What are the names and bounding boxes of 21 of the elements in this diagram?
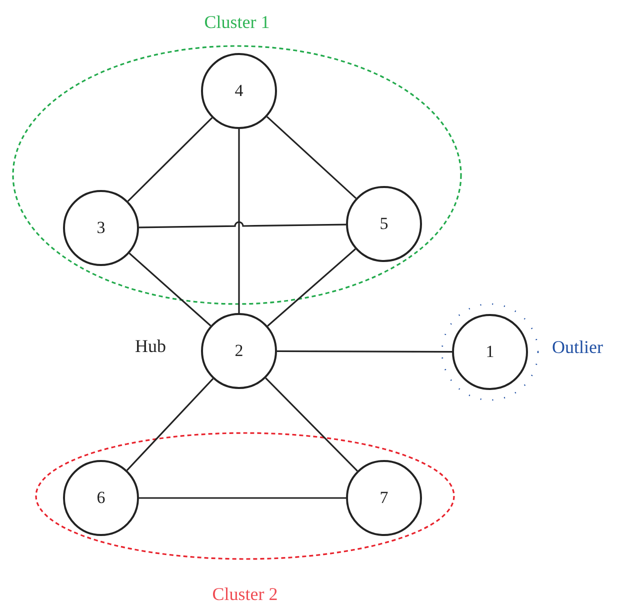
connector-line <box>267 248 356 327</box>
connector-line <box>265 378 358 472</box>
node-circle: 5 <box>346 186 422 262</box>
connector-line <box>126 378 214 471</box>
node-circle: 2 <box>201 313 277 389</box>
connector-line <box>128 252 212 326</box>
node-circle: 4 <box>201 53 277 129</box>
cluster-label: Cluster 1 <box>204 12 270 33</box>
node-circle: 3 <box>63 190 139 266</box>
node-annotation: Outlier <box>552 337 603 358</box>
connector-line <box>139 497 346 499</box>
node-annotation: Hub <box>135 336 166 357</box>
node-circle: 7 <box>346 460 422 536</box>
connector-line <box>266 116 357 199</box>
node-circle: 1 <box>452 314 528 390</box>
connector-line <box>138 221 346 228</box>
connector-line <box>277 350 452 353</box>
node-circle: 6 <box>63 460 139 536</box>
cluster-label: Cluster 2 <box>212 584 278 605</box>
connector-line <box>238 129 240 313</box>
connector-line <box>127 117 213 202</box>
